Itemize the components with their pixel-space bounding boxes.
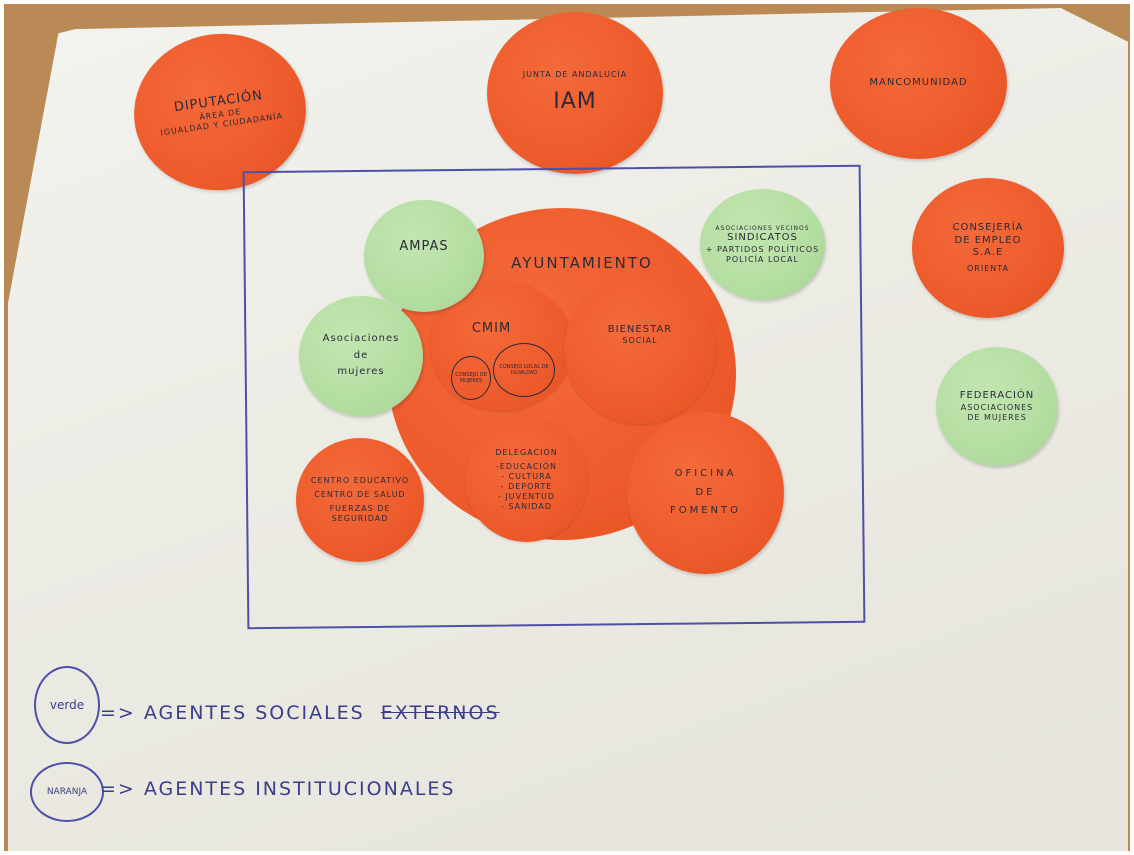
oficina-line1: OFICINA [674,468,737,480]
oficina-circle: OFICINA DE FOMENTO [627,412,784,574]
iam-circle: JUNTA DE ANDALUCÍA IAM [487,12,663,174]
legend-green-label: verde [49,698,85,712]
sindicatos-line1: ASOCIACIONES VECINOS [715,224,810,232]
delegacion-item-cultura: - CULTURA [501,472,552,481]
ayuntamiento-title: AYUNTAMIENTO [511,254,653,272]
delegacion-item-educacion: -EDUCACIÓN [495,462,558,471]
consejo-mujeres-ring: CONSEJO DE MUJERES [451,356,491,400]
legend-green-struck: EXTERNOS [380,702,500,724]
mancomunidad-circle: MANCOMUNIDAD [830,8,1007,159]
legend-orange-agentes: => AGENTES INSTITUCIONALES [100,778,456,800]
legend-green-text: => AGENTES SOCIALES EXTERNOS [100,702,500,724]
asociaciones-line3: mujeres [337,366,385,378]
bienestar-line1: BIENESTAR [607,323,673,335]
consejeria-line4: ORIENTA [967,263,1009,273]
delegacion-item-sanidad: - SANIDAD [500,502,553,511]
consejeria-line3: S.A.E [972,247,1004,259]
asociaciones-line1: Asociaciones [322,333,400,345]
federacion-line2: ASOCIACIONES [960,402,1034,412]
sindicatos-line3: + PARTIDOS POLÍTICOS [705,244,820,254]
centro-line3: FUERZAS DE [329,504,391,513]
bienestar-line2: SOCIAL [622,336,658,346]
centro-line2: CENTRO DE SALUD [314,490,406,499]
consejeria-circle: CONSEJERÍA DE EMPLEO S.A.E ORIENTA [912,178,1064,318]
sindicatos-line4: POLICÍA LOCAL [726,254,799,264]
iam-title: IAM [553,89,597,115]
iam-small-label: JUNTA DE ANDALUCÍA [522,70,628,80]
consejo-mujeres-label: CONSEJO DE MUJERES [455,371,487,384]
federacion-line1: FEDERACIÓN [959,390,1035,402]
centro-line4: SEGURIDAD [331,514,389,523]
cmim-title: CMIM [471,321,512,336]
consejeria-line1: CONSEJERÍA [952,222,1024,234]
legend-orange-text: => AGENTES INSTITUCIONALES [100,778,455,800]
federacion-line3: DE MUJERES [967,412,1027,422]
ampas-label: AMPAS [399,238,449,254]
centro-circle: CENTRO EDUCATIVO CENTRO DE SALUD FUERZAS… [296,438,424,562]
delegacion-title: DELEGACIÓN [495,448,558,457]
consejeria-line2: DE EMPLEO [954,234,1022,246]
consejo-igualdad-ring: CONSEJO LOCAL DE IGUALDAD [493,343,555,397]
ampas-circle: AMPAS [364,200,484,312]
asociaciones-line2: de [353,349,369,361]
legend-orange-circle: NARANJA [30,762,104,822]
delegacion-circle: DELEGACIÓN -EDUCACIÓN - CULTURA - DEPORT… [465,418,588,542]
bienestar-circle: BIENESTAR SOCIAL [564,276,716,424]
legend-orange-label: NARANJA [46,787,88,797]
delegacion-item-deporte: - DEPORTE [500,482,553,491]
oficina-line2: DE [695,486,716,498]
delegacion-item-juventud: - JUVENTUD [497,492,556,501]
sindicatos-line2: SINDICATOS [727,232,798,243]
federacion-circle: FEDERACIÓN ASOCIACIONES DE MUJERES [936,347,1058,466]
sindicatos-circle: ASOCIACIONES VECINOS SINDICATOS + PARTID… [700,189,825,300]
legend-green-agentes: => AGENTES SOCIALES [100,702,365,724]
asociaciones-mujeres-circle: Asociaciones de mujeres [299,296,423,416]
consejo-igualdad-label: CONSEJO LOCAL DE IGUALDAD [499,363,549,376]
centro-line1: CENTRO EDUCATIVO [310,476,410,485]
legend-green-circle: verde [34,666,100,744]
oficina-line3: FOMENTO [669,505,742,517]
mancomunidad-title: MANCOMUNIDAD [869,77,968,89]
